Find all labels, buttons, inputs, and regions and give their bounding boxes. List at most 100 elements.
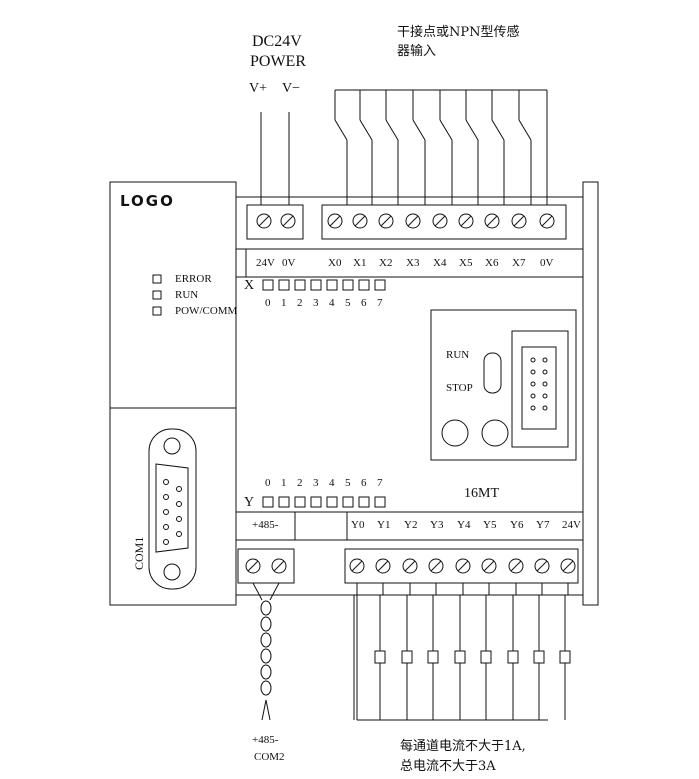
screw-output-1 — [375, 558, 391, 574]
output-label-5: Y5 — [483, 519, 497, 531]
run-stop-slot — [483, 352, 502, 394]
expansion-pin-1 — [542, 357, 548, 363]
y-led-number-3: 3 — [313, 477, 319, 489]
button-right — [481, 419, 509, 447]
output-line-8 — [559, 583, 571, 720]
y-led-2 — [294, 496, 306, 508]
input-switch-3 — [412, 90, 426, 205]
expansion-pin-3 — [542, 369, 548, 375]
db9-screw-bottom — [163, 563, 181, 581]
run-led — [152, 290, 162, 300]
x-led-number-2: 2 — [297, 297, 303, 309]
y-led-number-5: 5 — [345, 477, 351, 489]
x-led-number-7: 7 — [377, 297, 383, 309]
output-line-7 — [533, 583, 545, 720]
screw-input-5 — [458, 213, 474, 229]
y-led-1 — [278, 496, 290, 508]
db9-pin-7 — [176, 516, 182, 522]
label-24v-top: 24V — [256, 257, 275, 269]
power-terminal-block — [246, 204, 304, 240]
output-label-3: Y3 — [430, 519, 444, 531]
x-led-number-1: 1 — [281, 297, 287, 309]
db9-pin-3 — [163, 524, 169, 530]
expansion-pin-9 — [542, 405, 548, 411]
output-note-line1: 每通道电流不大于1A, — [400, 739, 526, 754]
input-label-6: X6 — [485, 257, 499, 269]
twist-4 — [260, 664, 272, 680]
input-label-2: X2 — [379, 257, 393, 269]
screw-input-0 — [327, 213, 343, 229]
y-led-7 — [374, 496, 386, 508]
expansion-pin-0 — [530, 357, 536, 363]
input-label-3: X3 — [406, 257, 420, 269]
y-led-6 — [358, 496, 370, 508]
screw-input-3 — [405, 213, 421, 229]
screw-485-plus — [245, 558, 261, 574]
expansion-port — [511, 330, 569, 448]
y-led-prefix: Y — [244, 495, 255, 510]
rs485-terminal-block — [237, 548, 295, 584]
x-led-7 — [374, 279, 386, 291]
rs485-tail-a — [261, 699, 267, 721]
x-led-prefix: X — [244, 278, 255, 293]
switch-panel — [430, 309, 577, 461]
input-switch-0 — [334, 90, 348, 205]
twist-0 — [260, 600, 272, 616]
output-line-6 — [507, 583, 519, 720]
input-switch-5 — [465, 90, 479, 205]
output-load-6 — [507, 650, 519, 664]
x-led-3 — [310, 279, 322, 291]
rs485-wire-a — [252, 582, 263, 601]
input-label-1: X1 — [353, 257, 367, 269]
run-indicator-label: RUN — [175, 289, 199, 301]
input-switch-1 — [359, 90, 373, 205]
y-led-5 — [342, 496, 354, 508]
db9-pin-8 — [176, 531, 182, 537]
twist-1 — [260, 616, 272, 632]
output-label-1: Y1 — [377, 519, 391, 531]
input-terminal-block — [321, 204, 567, 240]
error-label: ERROR — [175, 273, 212, 285]
y-led-3 — [310, 496, 322, 508]
screw-output-6 — [508, 558, 524, 574]
expansion-pin-7 — [542, 393, 548, 399]
db9-pin-2 — [163, 509, 169, 515]
output-label-7: Y7 — [536, 519, 550, 531]
v-plus-label: V+ — [249, 81, 268, 96]
db9-screw-top — [163, 437, 181, 455]
stop-switch-label: STOP — [446, 382, 473, 394]
db9-pin-0 — [163, 479, 169, 485]
db9-pin-1 — [163, 494, 169, 500]
output-label-8: 24V — [562, 519, 581, 531]
output-line-3 — [427, 583, 439, 720]
y-led-number-2: 2 — [297, 477, 303, 489]
input-label-8: 0V — [540, 257, 554, 269]
screw-output-5 — [481, 558, 497, 574]
x-led-2 — [294, 279, 306, 291]
x-led-number-3: 3 — [313, 297, 319, 309]
x-led-0 — [262, 279, 274, 291]
com1-label: COM1 — [132, 536, 146, 570]
y-led-number-7: 7 — [377, 477, 383, 489]
db9-shell — [155, 463, 189, 553]
screw-input-7 — [511, 213, 527, 229]
power-title-line2: POWER — [250, 53, 306, 70]
screw-input-2 — [378, 213, 394, 229]
screw-output-7 — [534, 558, 550, 574]
screw-input-8 — [539, 213, 555, 229]
v-minus-label: V− — [282, 81, 301, 96]
left-module — [109, 181, 237, 606]
output-line-5 — [480, 583, 492, 720]
input-switch-7 — [518, 90, 532, 205]
output-label-0: Y0 — [351, 519, 365, 531]
run-switch-label: RUN — [446, 349, 470, 361]
screw-output-2 — [402, 558, 418, 574]
twist-3 — [260, 648, 272, 664]
right-flange — [582, 181, 599, 606]
input-label-0: X0 — [328, 257, 342, 269]
input-note-line1: 干接点或NPN型传感 — [397, 25, 520, 40]
twist-2 — [260, 632, 272, 648]
y-led-4 — [326, 496, 338, 508]
x-led-number-6: 6 — [361, 297, 367, 309]
